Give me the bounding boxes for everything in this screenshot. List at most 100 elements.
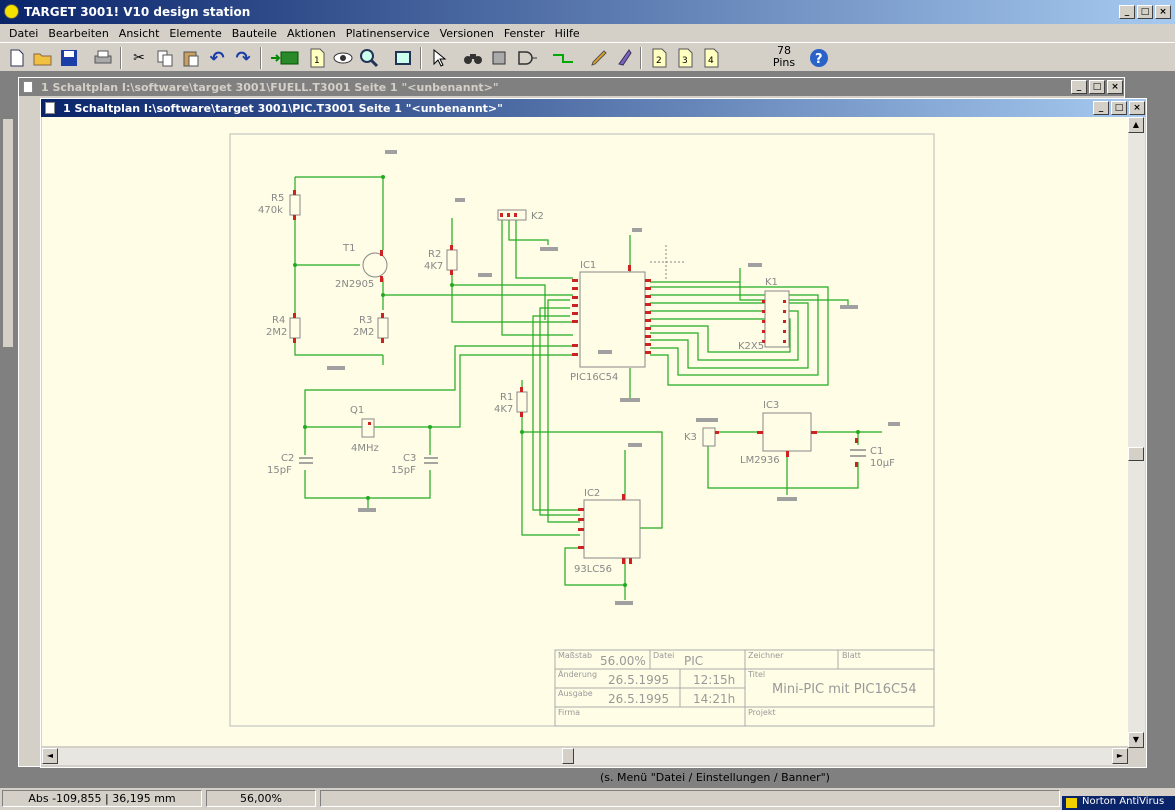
tb-datei-label: Datei bbox=[653, 651, 674, 660]
text-icon[interactable] bbox=[614, 47, 636, 69]
window-close-button[interactable]: × bbox=[1129, 101, 1145, 115]
help-icon[interactable]: ? bbox=[808, 47, 830, 69]
window-caption-inactive: 1 Schaltplan I:\software\target 3001\FUE… bbox=[19, 78, 1124, 96]
window-minimize-button[interactable]: _ bbox=[1071, 80, 1087, 94]
new-file-icon[interactable] bbox=[6, 47, 28, 69]
print-icon[interactable] bbox=[92, 47, 114, 69]
page-3-icon[interactable]: 3 bbox=[674, 47, 696, 69]
menu-versionen[interactable]: Versionen bbox=[439, 26, 494, 40]
side-panel-handle[interactable] bbox=[2, 118, 14, 348]
pins-label: Pins bbox=[772, 56, 796, 69]
menu-ansicht[interactable]: Ansicht bbox=[118, 26, 160, 40]
gate-icon[interactable] bbox=[516, 47, 538, 69]
app-logo-icon bbox=[4, 4, 19, 19]
r5-value: 470k bbox=[258, 205, 283, 216]
page-3-label: 3 bbox=[682, 56, 688, 66]
menu-elemente[interactable]: Elemente bbox=[169, 26, 222, 40]
page-4-label: 4 bbox=[708, 56, 714, 66]
scroll-right-button[interactable]: ► bbox=[1112, 748, 1128, 764]
q1-value: 4MHz bbox=[351, 443, 379, 454]
r4-ref: R4 bbox=[272, 315, 285, 326]
horizontal-scroll-thumb[interactable] bbox=[562, 748, 574, 764]
component-icon[interactable] bbox=[488, 47, 510, 69]
cut-icon[interactable]: ✂ bbox=[133, 50, 145, 66]
menu-hilfe[interactable]: Hilfe bbox=[554, 26, 580, 40]
ic1-ref: IC1 bbox=[580, 260, 596, 271]
k2-ref: K2 bbox=[531, 211, 544, 222]
binoculars-icon[interactable] bbox=[462, 47, 484, 69]
scroll-left-button[interactable]: ◄ bbox=[42, 748, 58, 764]
horizontal-scrollbar[interactable]: ◄ ► bbox=[42, 748, 1128, 765]
tb-projekt-label: Projekt bbox=[748, 708, 776, 717]
r5-ref: R5 bbox=[271, 193, 284, 204]
menu-fenster[interactable]: Fenster bbox=[503, 26, 545, 40]
eye-icon[interactable] bbox=[332, 47, 354, 69]
norton-label: Norton AntiVirus bbox=[1082, 796, 1165, 807]
schematic-canvas[interactable]: R5 470k T1 2N2905 R2 4K7 K2 IC1 PIC16C54… bbox=[42, 117, 1128, 746]
maximize-button[interactable]: □ bbox=[1137, 5, 1153, 19]
tb-massstab-label: Maßstab bbox=[558, 651, 592, 660]
ic3-ref: IC3 bbox=[763, 400, 779, 411]
pointer-icon[interactable] bbox=[428, 47, 450, 69]
zoom-icon[interactable] bbox=[358, 47, 380, 69]
window-caption-active: 1 Schaltplan I:\software\target 3001\PIC… bbox=[41, 99, 1146, 117]
page-4-icon[interactable]: 4 bbox=[700, 47, 722, 69]
tb-ausgabe-time: 14:21h bbox=[693, 692, 735, 706]
window-maximize-button[interactable]: □ bbox=[1089, 80, 1105, 94]
r4-value: 2M2 bbox=[266, 327, 287, 338]
menu-platinenservice[interactable]: Platinenservice bbox=[345, 26, 430, 40]
c1-value: 10µF bbox=[870, 458, 895, 469]
c3-ref: C3 bbox=[403, 453, 416, 464]
scroll-down-button[interactable]: ▼ bbox=[1128, 732, 1144, 748]
window-maximize-button[interactable]: □ bbox=[1111, 101, 1127, 115]
close-button[interactable]: × bbox=[1155, 5, 1171, 19]
menu-bar: Datei Bearbeiten Ansicht Elemente Bautei… bbox=[0, 24, 1175, 42]
wire-icon[interactable] bbox=[552, 47, 574, 69]
app-title: TARGET 3001! V10 design station bbox=[24, 5, 251, 19]
vertical-scrollbar[interactable]: ▲ ▼ bbox=[1128, 117, 1145, 748]
minimize-button[interactable]: _ bbox=[1119, 5, 1135, 19]
menu-aktionen[interactable]: Aktionen bbox=[286, 26, 336, 40]
board-switch-icon[interactable] bbox=[270, 47, 300, 69]
status-zoom: 56,00% bbox=[206, 790, 316, 807]
page-1-label: 1 bbox=[314, 56, 320, 66]
k3-ref: K3 bbox=[684, 432, 697, 443]
norton-antivirus-tray[interactable]: Norton AntiVirus bbox=[1062, 796, 1175, 810]
status-info bbox=[320, 790, 1060, 807]
pencil-icon[interactable] bbox=[588, 47, 610, 69]
menu-datei[interactable]: Datei bbox=[9, 26, 39, 40]
r3-ref: R3 bbox=[359, 315, 372, 326]
vertical-scroll-thumb[interactable] bbox=[1128, 447, 1144, 461]
ic2-ref: IC2 bbox=[584, 488, 600, 499]
page-2-icon[interactable]: 2 bbox=[648, 47, 670, 69]
c2-ref: C2 bbox=[281, 453, 294, 464]
q1-ref: Q1 bbox=[350, 405, 364, 416]
paste-icon[interactable] bbox=[180, 47, 202, 69]
window-close-button[interactable]: × bbox=[1107, 80, 1123, 94]
save-icon[interactable] bbox=[58, 47, 80, 69]
scroll-up-button[interactable]: ▲ bbox=[1128, 117, 1144, 133]
menu-bauteile[interactable]: Bauteile bbox=[231, 26, 277, 40]
tb-firma-label: Firma bbox=[558, 708, 580, 717]
menu-bearbeiten[interactable]: Bearbeiten bbox=[48, 26, 109, 40]
tb-aenderung-time: 12:15h bbox=[693, 673, 735, 687]
pins-count: 78 bbox=[777, 44, 791, 57]
k1-value: K2X5 bbox=[738, 341, 764, 352]
tb-zeichner-label: Zeichner bbox=[748, 651, 784, 660]
ic2-value: 93LC56 bbox=[574, 564, 612, 575]
status-coordinates: Abs -109,855 | 36,195 mm bbox=[2, 790, 202, 807]
ic1-value: PIC16C54 bbox=[570, 372, 618, 383]
k1-ref: K1 bbox=[765, 277, 778, 288]
copy-icon[interactable] bbox=[154, 47, 176, 69]
window-minimize-button[interactable]: _ bbox=[1093, 101, 1109, 115]
redo-icon[interactable]: ↷ bbox=[235, 47, 251, 69]
c3-value: 15pF bbox=[391, 465, 416, 476]
tb-datei-value: PIC bbox=[684, 654, 703, 668]
tb-ausgabe-date: 26.5.1995 bbox=[608, 692, 669, 706]
fit-view-icon[interactable] bbox=[392, 47, 414, 69]
open-folder-icon[interactable] bbox=[32, 47, 54, 69]
undo-icon[interactable]: ↶ bbox=[209, 47, 225, 69]
page-1-icon[interactable]: 1 bbox=[306, 47, 328, 69]
